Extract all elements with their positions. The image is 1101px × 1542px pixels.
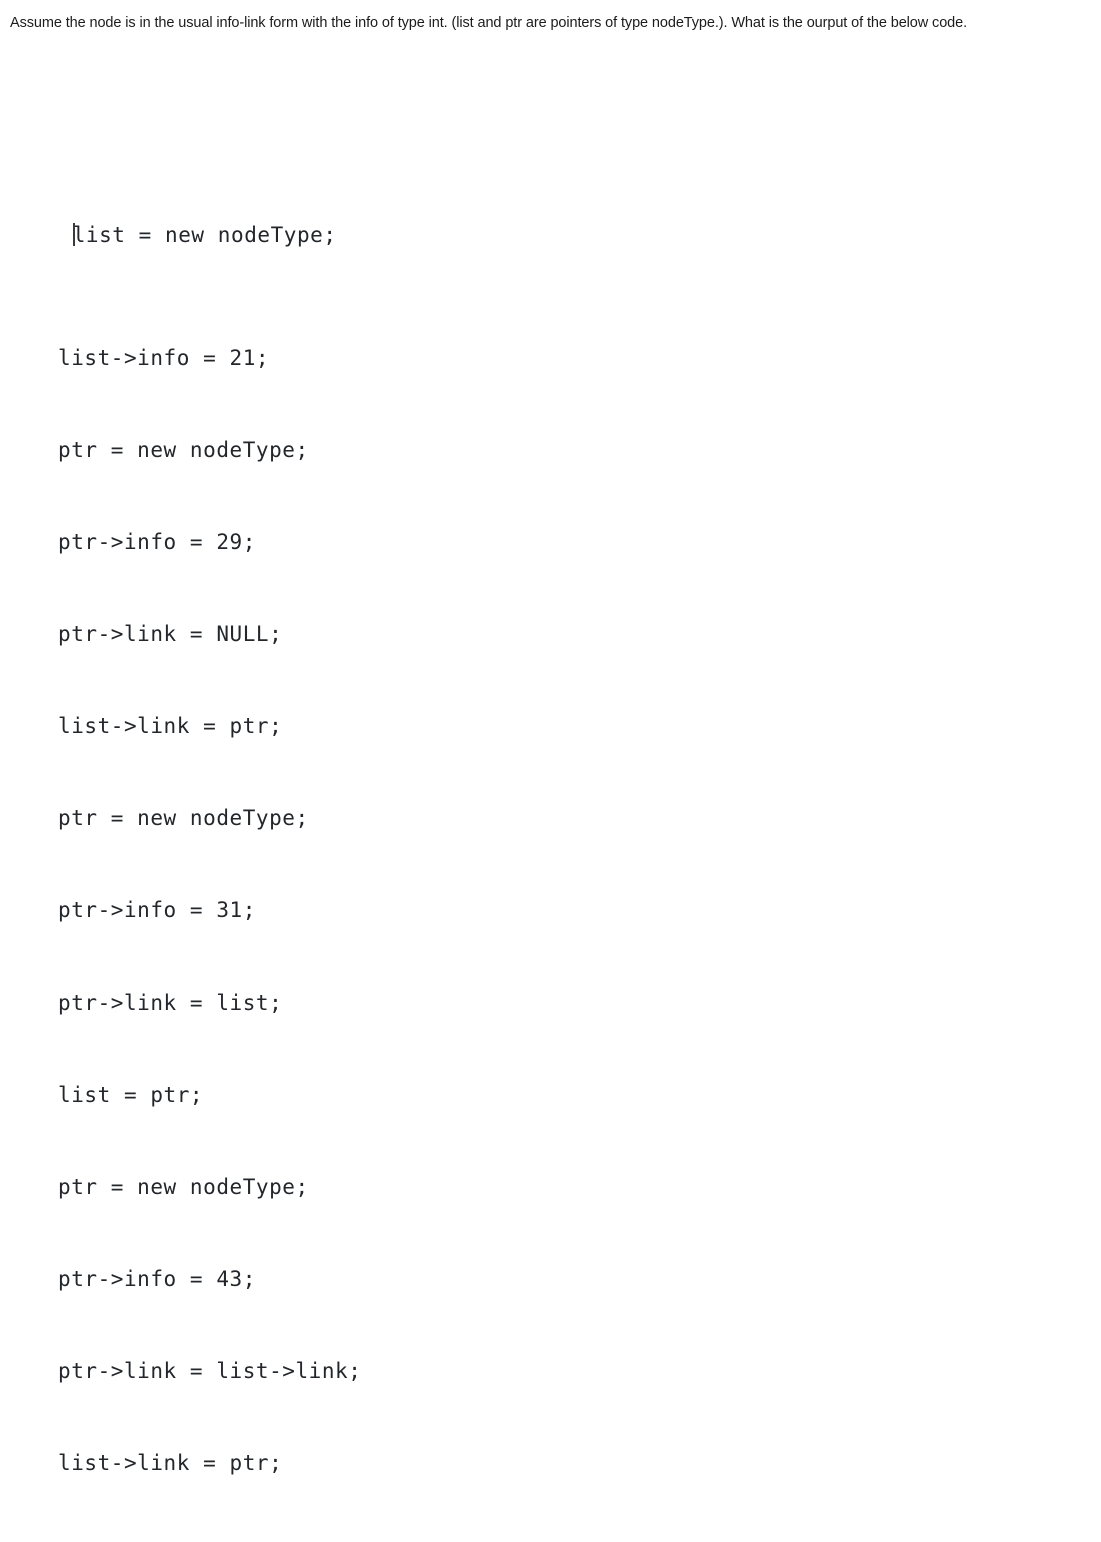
code-line[interactable]: ptr = new nodeType; — [58, 803, 441, 834]
code-line[interactable]: ptr = new nodeType; — [58, 1172, 441, 1203]
code-line[interactable]: list = new nodeType; — [58, 220, 441, 251]
code-line-text: ptr = new nodeType; — [58, 806, 309, 831]
code-line-text: ptr->link = NULL; — [58, 622, 283, 647]
code-line-text: ptr->link = list; — [58, 990, 283, 1015]
code-line[interactable]: ptr->link = list; — [58, 988, 441, 1019]
code-line[interactable]: ptr->link = list->link; — [58, 1356, 441, 1387]
code-line-text: ptr = new nodeType; — [58, 1174, 309, 1199]
code-line[interactable]: ptr = new nodeType; — [58, 435, 441, 466]
code-line-text: ptr = new nodeType; — [58, 438, 309, 462]
code-line[interactable]: list = ptr; — [58, 1080, 441, 1111]
question-prompt-text: Assume the node is in the usual info-lin… — [10, 15, 968, 31]
code-line-text: list = ptr; — [58, 1082, 204, 1107]
code-line[interactable]: ptr->info = 31; — [58, 895, 441, 926]
code-line-text: ptr->link = list->link; — [58, 1358, 362, 1383]
text-caret — [72, 223, 75, 247]
code-line[interactable]: list->info = 21; — [58, 343, 441, 374]
page-root: Assume the node is in the usual info-lin… — [10, 15, 968, 1476]
code-line[interactable]: list->link = ptr; — [58, 1448, 441, 1479]
code-line[interactable]: ptr = list; — [58, 1540, 441, 1542]
code-line[interactable]: list->link = ptr; — [58, 711, 441, 742]
code-line[interactable]: ptr->info = 43; — [58, 1264, 441, 1295]
code-line-text: list->info = 21; — [58, 345, 270, 370]
code-line-text: list->link = ptr; — [58, 714, 283, 739]
code-block[interactable]: list = new nodeType; list->info = 21; pt… — [58, 128, 441, 1542]
code-line-text: ptr->info = 43; — [58, 1266, 256, 1291]
code-line-text: list = new nodeType; — [72, 223, 337, 248]
code-line[interactable]: ptr->info = 29; — [58, 527, 441, 558]
code-line-text: ptr->info = 29; — [58, 530, 256, 555]
code-line-text: list->link = ptr; — [58, 1451, 283, 1476]
code-line-text: ptr->info = 31; — [58, 898, 256, 923]
code-line[interactable]: ptr->link = NULL; — [58, 619, 441, 650]
